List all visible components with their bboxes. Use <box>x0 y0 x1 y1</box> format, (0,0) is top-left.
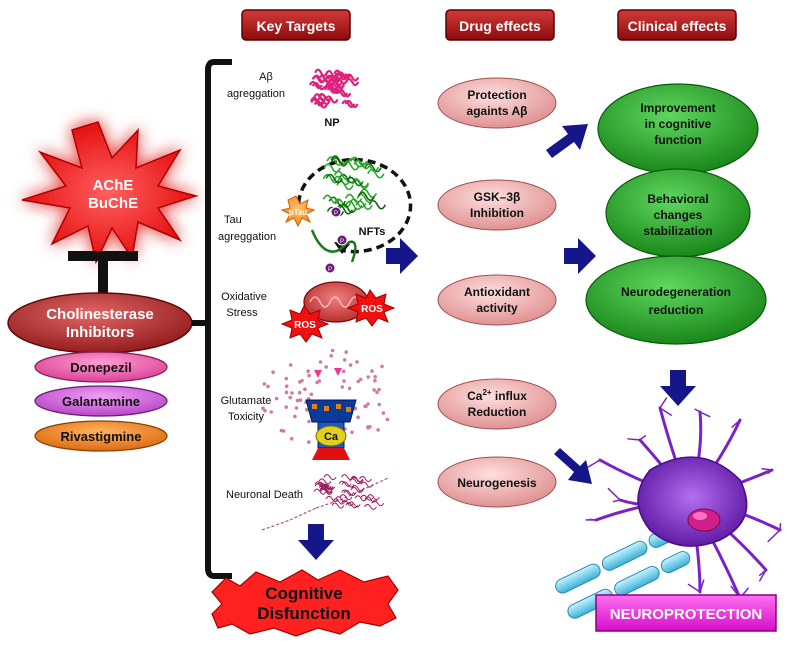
target-glutamate-line2: Toxicity <box>228 411 265 423</box>
drug-rivastigmine-label: Rivastigmine <box>61 429 142 444</box>
phosphate-marker-1: P <box>330 206 342 218</box>
drug-donepezil: Donepezil <box>34 351 168 383</box>
clinical-cognition-line3: function <box>654 133 701 147</box>
cognitive-disfunction: Cognitive Disfunction <box>211 569 399 637</box>
drug-donepezil-label: Donepezil <box>70 360 131 375</box>
target-glutamate: Glutamate Toxicity <box>221 395 272 423</box>
header-key-targets-label: Key Targets <box>256 18 335 34</box>
ptau-label: pTau <box>289 208 308 217</box>
header-key-targets: Key Targets <box>241 9 351 41</box>
effect-neurogenesis: Neurogenesis <box>437 456 557 508</box>
target-neuronal-death-line1: Neuronal Death <box>226 489 303 501</box>
target-abeta-line2: agreggation <box>227 88 285 100</box>
neuron-illustration <box>555 397 782 619</box>
clinical-cognition-line1: Improvement <box>640 101 715 115</box>
cognitive-line2: Disfunction <box>257 604 351 623</box>
ros-burst-1 <box>346 289 396 327</box>
ros-label-2: ROS <box>294 320 316 331</box>
tau-illustration: pTau P P P NFTs <box>280 155 413 274</box>
effect-gsk3b-line1: GSK–3β <box>474 190 521 204</box>
clinical-neuro-line1: Neurodegeneration <box>621 285 731 299</box>
effect-protection-line2: againts Aβ <box>467 104 528 118</box>
phosphate-marker-2: P <box>336 234 348 246</box>
effect-gsk3b-line2: Inhibition <box>470 206 524 220</box>
effect-antioxidant-line1: Antioxidant <box>464 285 530 299</box>
arrow-effects-to-neuron <box>554 448 592 484</box>
svg-text:P: P <box>334 211 338 217</box>
targets-bracket <box>192 59 232 579</box>
clinical-cognition: Improvement in cognitive function <box>597 83 759 175</box>
inhibitor-line2: Inhibitors <box>66 324 134 341</box>
cognitive-line1: Cognitive <box>265 584 342 603</box>
target-tau-line1: Tau <box>224 214 242 226</box>
nfts-label: NFTs <box>359 226 386 238</box>
clinical-behavior: Behavioral changes stabilization <box>605 168 751 258</box>
effect-antioxidant: Antioxidant activity <box>437 274 557 326</box>
ros-label-1: ROS <box>361 304 383 315</box>
svg-text:P: P <box>328 267 332 273</box>
svg-text:P: P <box>340 239 344 245</box>
np-label: NP <box>324 117 339 129</box>
effect-antioxidant-line2: activity <box>476 301 518 315</box>
arrow-effects-to-clinical-1 <box>546 124 588 158</box>
drug-rivastigmine: Rivastigmine <box>34 420 168 452</box>
mitochondria-illustration: ROS ROS <box>280 281 396 343</box>
clinical-behavior-line2: changes <box>654 208 703 222</box>
effect-ca-influx: Ca2+ influx Reduction <box>437 378 557 430</box>
np-aggregate-illustration <box>308 68 360 109</box>
effect-ca-influx-line2: Reduction <box>468 405 527 419</box>
effect-ca-influx-line1: Ca2+ influx <box>467 388 527 403</box>
dead-neuron-illustration <box>261 474 389 531</box>
arrow-effects-to-clinical-2 <box>564 238 596 274</box>
header-clinical-effects: Clinical effects <box>617 9 737 41</box>
header-clinical-effects-label: Clinical effects <box>628 18 727 34</box>
neuroprotection-badge: NEUROPROTECTION <box>595 594 777 632</box>
target-tau-line2: agreggation <box>218 231 276 243</box>
cholinesterase-inhibitors: Cholinesterase Inhibitors <box>7 292 193 354</box>
arrow-clinical-to-neuron <box>660 370 696 406</box>
target-abeta: Aβ agreggation <box>227 71 285 100</box>
clinical-neurodegeneration: Neurodegeneration reduction <box>585 255 767 345</box>
enzyme-buche: BuChE <box>88 195 138 212</box>
header-drug-effects: Drug effects <box>445 9 555 41</box>
target-oxidative-line2: Stress <box>226 307 258 319</box>
target-abeta-line1: Aβ <box>259 71 273 83</box>
arrow-down-cognitive <box>298 524 334 560</box>
inhibitor-line1: Cholinesterase <box>46 306 154 323</box>
effect-neurogenesis-line1: Neurogenesis <box>457 476 537 490</box>
clinical-behavior-line3: stabilization <box>643 224 712 238</box>
enzyme-burst: AChE BuChE <box>21 121 199 265</box>
header-drug-effects-label: Drug effects <box>459 18 541 34</box>
neuroprotection-label: NEUROPROTECTION <box>610 606 763 623</box>
arrow-targets-to-effects <box>386 238 418 274</box>
target-tau: Tau agreggation <box>218 214 276 243</box>
ptau-burst <box>280 195 316 228</box>
inhibition-bar <box>68 251 138 295</box>
nft-tangle-illustration <box>322 155 387 217</box>
drug-galantamine-label: Galantamine <box>62 394 140 409</box>
ca-label: Ca <box>324 431 339 443</box>
drug-galantamine: Galantamine <box>34 385 168 417</box>
target-oxidative: Oxidative Stress <box>221 291 267 319</box>
target-oxidative-line1: Oxidative <box>221 291 267 303</box>
ros-burst-2 <box>280 305 330 343</box>
clinical-neuro-line2: reduction <box>649 303 704 317</box>
target-glutamate-line1: Glutamate <box>221 395 272 407</box>
effect-gsk3b: GSK–3β Inhibition <box>437 179 557 231</box>
clinical-cognition-line2: in cognitive <box>645 117 712 131</box>
clinical-behavior-line1: Behavioral <box>647 192 708 206</box>
effect-protection-line1: Protection <box>467 88 526 102</box>
target-neuronal-death: Neuronal Death <box>226 489 303 501</box>
glutamate-illustration: Ca <box>261 348 390 460</box>
effect-protection: Protection againts Aβ <box>437 77 557 129</box>
enzyme-ache: AChE <box>93 177 134 194</box>
phosphate-marker-3: P <box>324 262 336 274</box>
